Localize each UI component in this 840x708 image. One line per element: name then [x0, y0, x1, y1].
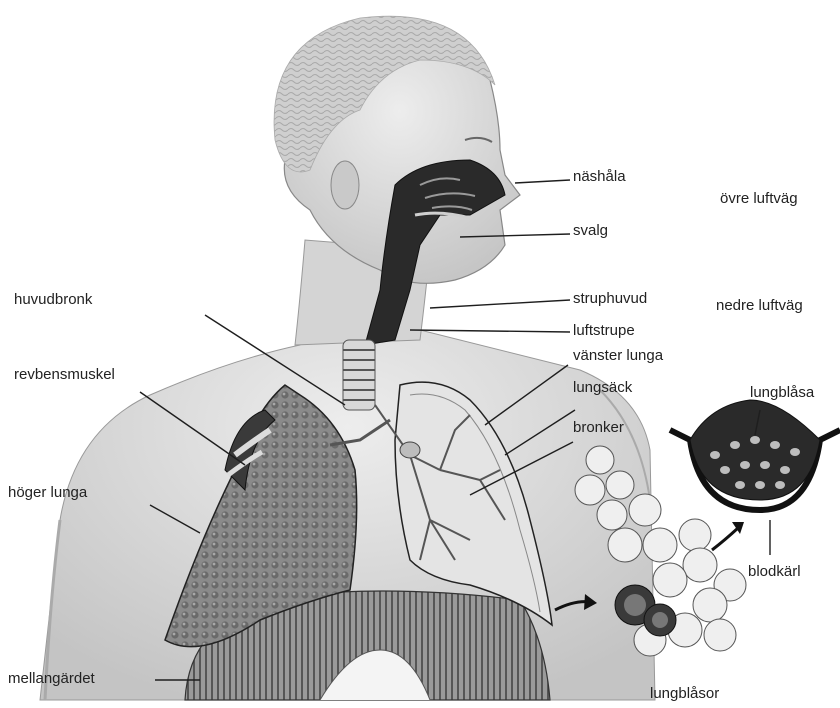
label-nashala: näshåla [573, 168, 626, 185]
label-huvudbronk: huvudbronk [14, 291, 92, 308]
label-luftstrupe: luftstrupe [573, 322, 635, 339]
alveolus-detail [670, 400, 840, 510]
label-lungsack: lungsäck [573, 379, 632, 396]
label-blodkarl: blodkärl [748, 563, 801, 580]
label-struphuvud: struphuvud [573, 290, 647, 307]
label-hoger-lunga: höger lunga [8, 484, 87, 501]
label-bronker: bronker [573, 419, 624, 436]
label-revbensmuskel: revbensmuskel [14, 366, 115, 383]
label-lungblasor: lungblåsor [650, 685, 719, 702]
trachea [343, 340, 375, 410]
label-lungblasa: lungblåsa [750, 384, 814, 401]
label-nedre-luftvag: nedre luftväg [716, 297, 803, 314]
label-ovre-luftvag: övre luftväg [720, 190, 798, 207]
label-svalg: svalg [573, 222, 608, 239]
label-vanster-lunga: vänster lunga [573, 347, 663, 364]
label-mellangardet: mellangärdet [8, 670, 95, 687]
